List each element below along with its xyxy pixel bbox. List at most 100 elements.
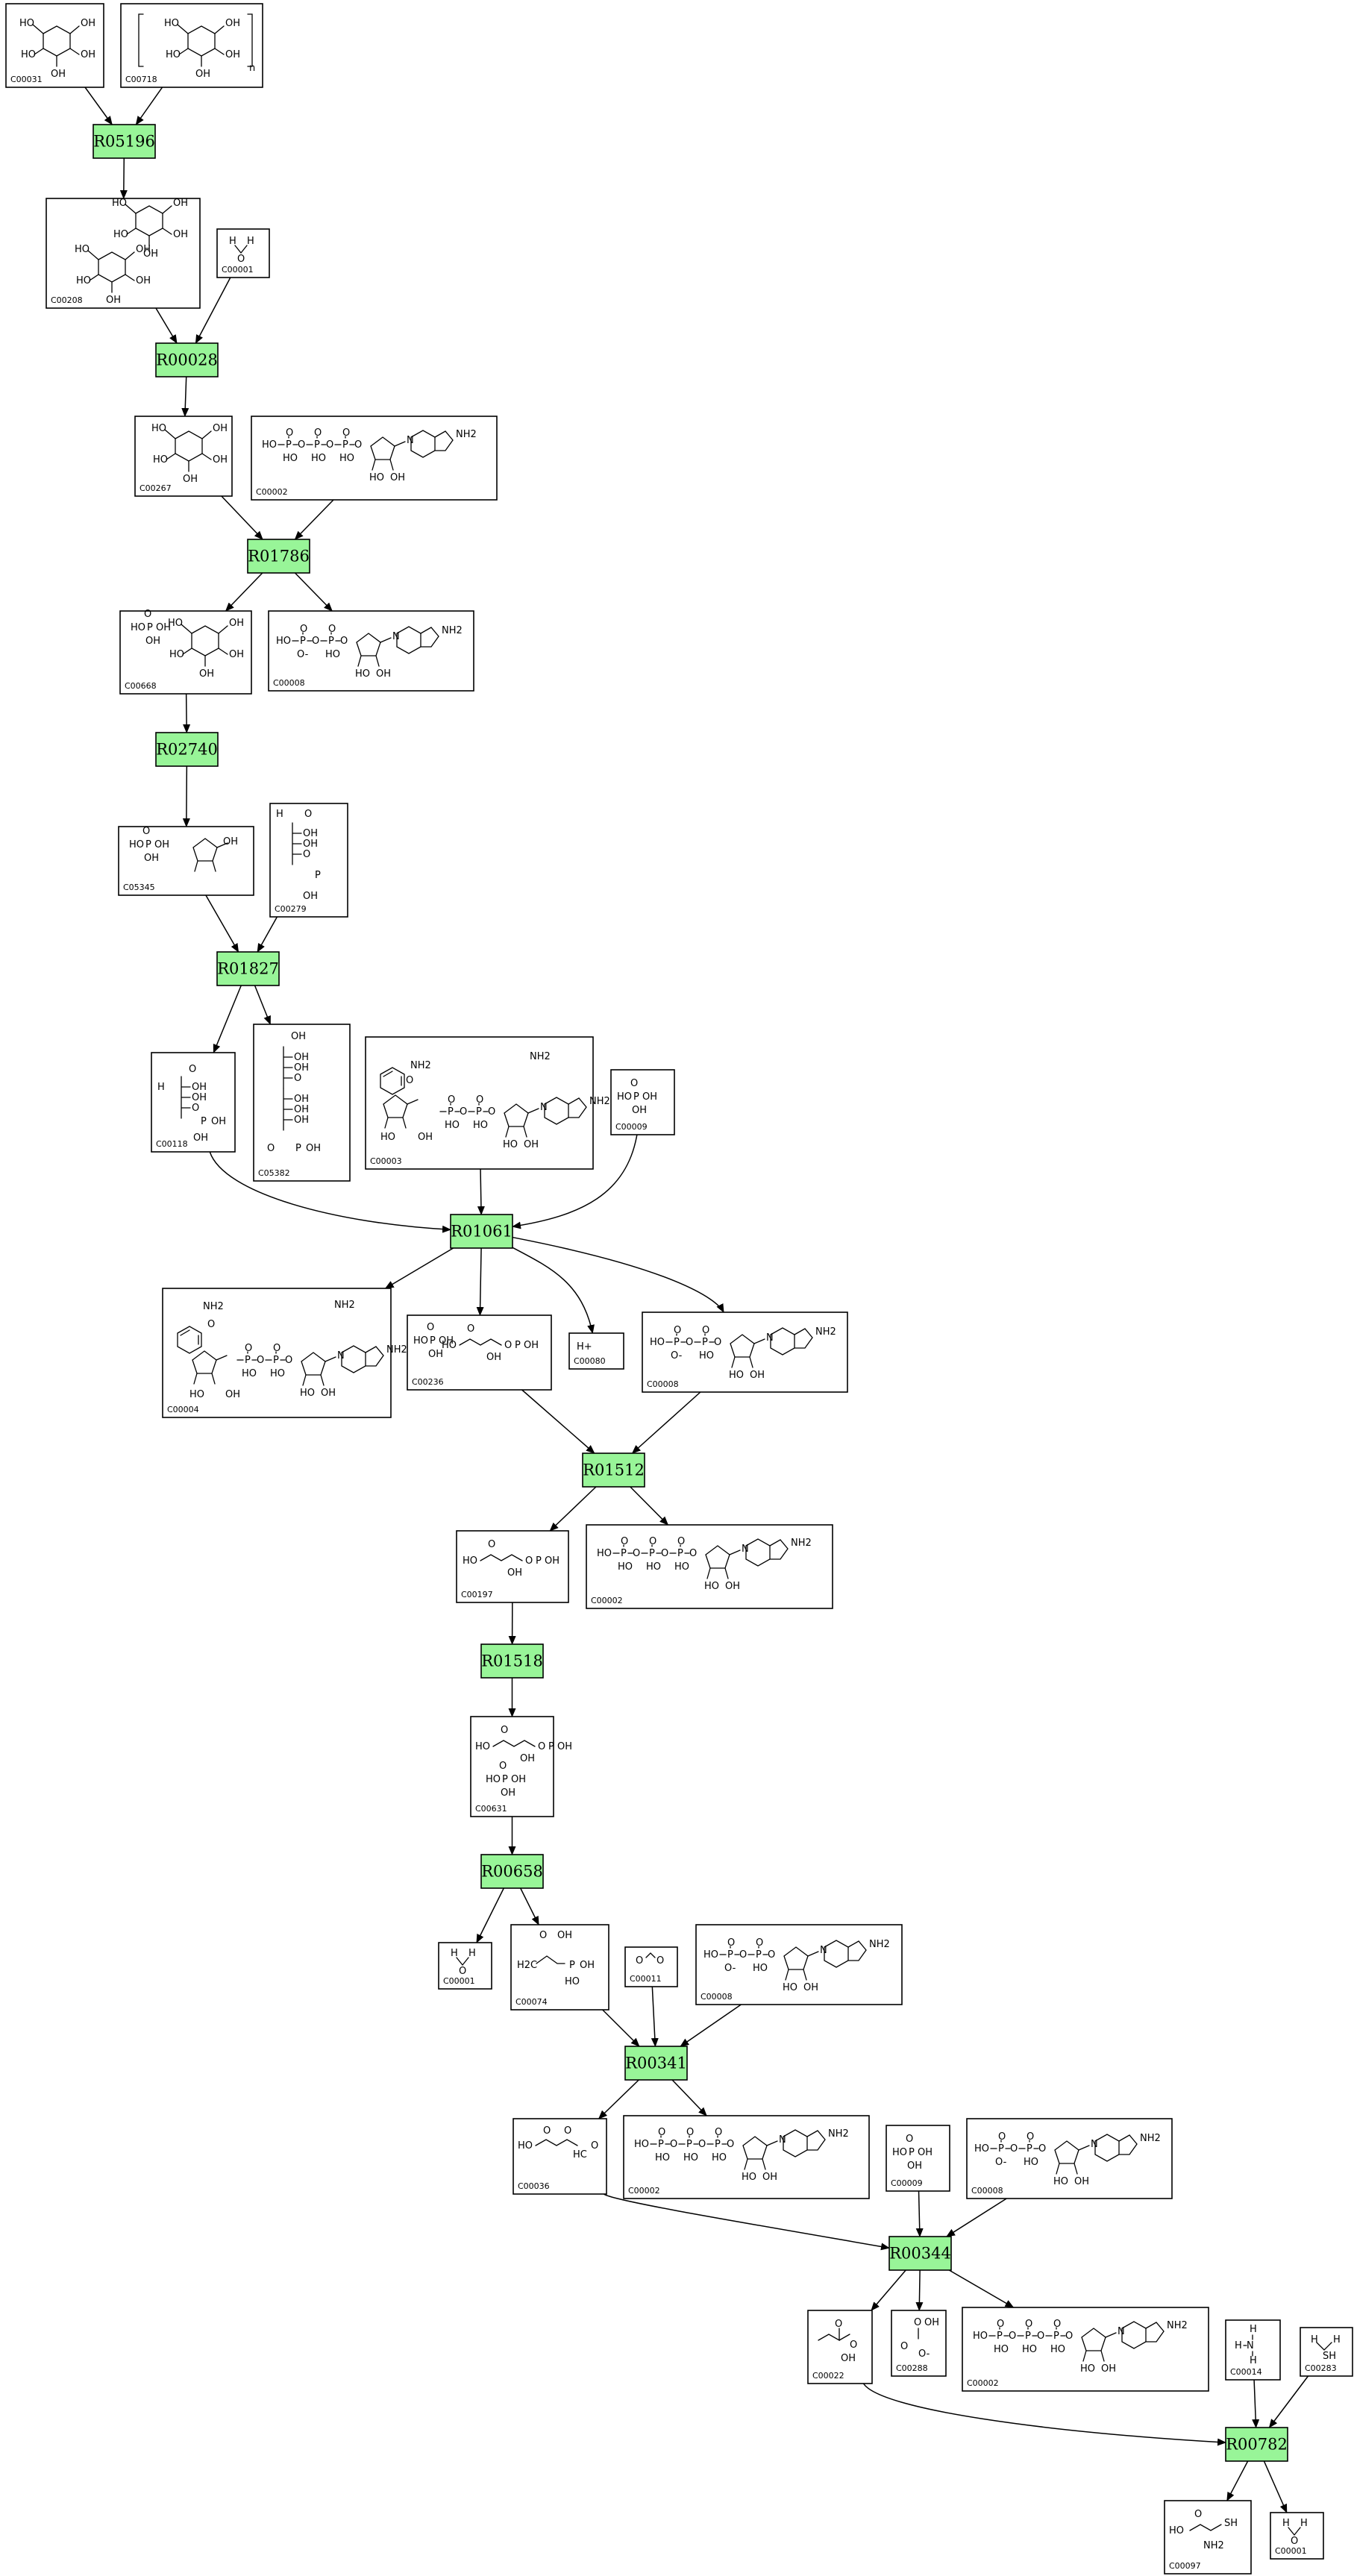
edge-R01827-n11 xyxy=(213,985,242,1053)
atom-label: P xyxy=(201,1116,207,1127)
reaction-node[interactable]: R00028 xyxy=(155,342,219,377)
compound-label: C00022 xyxy=(812,2371,844,2381)
compound-label: C00002 xyxy=(591,1596,623,1605)
reaction-node[interactable]: R02740 xyxy=(155,732,219,767)
atom-label: NH2 xyxy=(815,1326,836,1338)
atom-label: P xyxy=(649,1548,655,1559)
compound-label: C00208 xyxy=(51,295,83,305)
atom-label: O xyxy=(914,2317,921,2328)
compound-box xyxy=(134,416,233,497)
atom-label: N xyxy=(540,1102,548,1113)
atom-label: O xyxy=(326,439,333,451)
reaction-node[interactable]: R01827 xyxy=(216,951,280,986)
atom-label: OH xyxy=(183,474,198,485)
compound-label: C00718 xyxy=(125,75,157,84)
compound-node[interactable]: H+C00080 xyxy=(568,1332,624,1370)
reaction-node[interactable]: R05196 xyxy=(93,124,156,159)
atom-label: HO xyxy=(369,472,384,483)
atom-label: OH xyxy=(229,618,244,629)
compound-box xyxy=(470,1716,554,1817)
atom-label: HO xyxy=(597,1548,612,1559)
reaction-node[interactable]: R01786 xyxy=(247,539,310,574)
reaction-node[interactable]: R00658 xyxy=(480,1854,544,1889)
atom-label: NH2 xyxy=(456,429,477,440)
atom-label: P xyxy=(314,439,320,451)
atom-label: SH xyxy=(1323,2351,1336,2362)
reaction-node[interactable]: R00341 xyxy=(624,2046,688,2081)
atom-label: HO xyxy=(76,275,91,286)
atom-label: O xyxy=(192,1103,199,1114)
reaction-node[interactable]: R01512 xyxy=(582,1452,645,1488)
atom-label: H xyxy=(229,236,236,247)
atom-label: O xyxy=(273,1343,280,1354)
atom-label: OH xyxy=(303,839,318,850)
atom-label: O xyxy=(459,1966,466,1977)
atom-label: P xyxy=(286,439,292,451)
atom-label: O xyxy=(237,254,245,265)
compound-box xyxy=(886,2125,950,2192)
compound-box xyxy=(251,416,498,501)
atom-label: HO xyxy=(699,1350,714,1361)
reaction-node[interactable]: R01518 xyxy=(480,1643,544,1679)
atom-label: O xyxy=(1027,2131,1034,2143)
reaction-node[interactable]: R00782 xyxy=(1225,2427,1288,2462)
reaction-label: R01786 xyxy=(248,548,310,565)
atom-label: O xyxy=(739,1949,747,1961)
reaction-node[interactable]: R01061 xyxy=(450,1214,513,1249)
atom-label: NH2 xyxy=(791,1538,812,1549)
atom-label: O xyxy=(406,1075,413,1086)
reaction-node[interactable]: R00344 xyxy=(888,2236,952,2271)
compound-label: C05345 xyxy=(123,883,155,892)
edge-R01512-n20 xyxy=(630,1486,669,1526)
atom-label: OH xyxy=(924,2317,939,2328)
atom-label: HO xyxy=(618,1561,633,1573)
atom-label: HO xyxy=(646,1561,661,1573)
reaction-box xyxy=(888,2236,952,2271)
compound-box xyxy=(253,1024,351,1182)
reaction-box xyxy=(624,2046,688,2081)
atom-label: O xyxy=(245,1343,252,1354)
edge-n13-R01061 xyxy=(477,1168,485,1215)
